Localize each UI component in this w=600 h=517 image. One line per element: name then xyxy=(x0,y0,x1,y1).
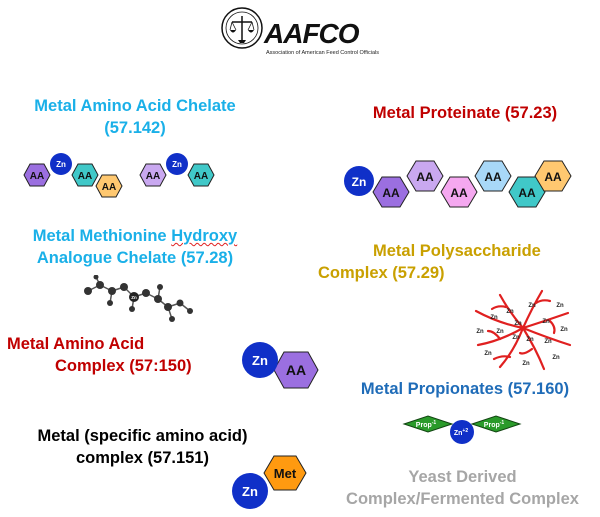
aa-text: AA xyxy=(484,170,502,184)
zn-atom xyxy=(242,342,278,378)
label-yeast-derived: Yeast Derived Complex/Fermented Complex xyxy=(346,468,579,508)
logo-wordmark: AAFCO xyxy=(264,18,360,49)
svg-text:Zn: Zn xyxy=(476,329,484,335)
aa-hexagon xyxy=(23,163,51,187)
svg-text:Zn: Zn xyxy=(526,337,534,343)
methionine-hydroxy-molecule-diagram: Zn xyxy=(84,275,193,322)
aa-hexagon xyxy=(95,174,123,198)
zn-text: Zn xyxy=(242,484,258,499)
aa-hexagon xyxy=(71,163,99,187)
met-hexagon xyxy=(263,455,307,491)
zn-text: Zn xyxy=(131,295,137,300)
propionates-diagram: Prop-1 Prop-1 Zn+2 xyxy=(402,415,522,444)
specific-amino-acid-complex-diagram: Met Zn xyxy=(232,455,307,509)
zn-text: Zn xyxy=(352,175,367,189)
svg-text:Zn: Zn xyxy=(556,303,564,309)
scales-seal-icon xyxy=(221,7,263,49)
prop-diamond xyxy=(470,415,522,433)
svg-text:Zn: Zn xyxy=(544,339,552,345)
aa-hexagon xyxy=(273,351,319,389)
aa-text: AA xyxy=(102,182,116,193)
aa-text: AA xyxy=(416,170,434,184)
aa-text: AA xyxy=(544,170,562,184)
svg-text:Zn: Zn xyxy=(512,335,520,341)
svg-text:Zn: Zn xyxy=(514,321,522,327)
zn-text: Zn+2 xyxy=(454,428,468,437)
aa-text: AA xyxy=(30,171,44,182)
chelate-molecule-1: AA AA AA Zn xyxy=(23,153,123,198)
polysaccharide-complex-diagram: Zn Zn Zn Zn Zn Zn Zn Zn Zn Zn Zn Zn Zn Z… xyxy=(474,289,572,371)
zn-atom xyxy=(450,420,474,444)
svg-text:Zn: Zn xyxy=(522,361,530,367)
aa-hexagon xyxy=(508,176,546,208)
aa-text: AA xyxy=(194,171,208,182)
prop-text: Prop-1 xyxy=(416,420,437,429)
prop-diamond xyxy=(402,415,454,433)
aa-text: AA xyxy=(286,362,306,378)
label-metal-propionates: Metal Propionates (57.160) xyxy=(360,380,570,398)
aa-text: AA xyxy=(78,171,92,182)
amino-acid-complex-diagram: AA Zn xyxy=(242,342,319,389)
prop-text: Prop-1 xyxy=(484,420,505,429)
zn-labels: Zn Zn Zn Zn Zn Zn Zn Zn Zn Zn Zn Zn Zn Z… xyxy=(476,303,568,367)
svg-text:Zn: Zn xyxy=(528,303,536,309)
zn-text: Zn xyxy=(172,160,182,169)
zn-atom xyxy=(344,166,374,196)
svg-text:Zn: Zn xyxy=(496,329,504,335)
aa-hexagon xyxy=(187,163,215,187)
amino-acid-chelate-diagram: AA AA AA Zn AA AA Zn xyxy=(23,153,215,198)
aa-hexagon xyxy=(440,176,478,208)
label-metal-amino-acid-chelate: Metal Amino Acid Chelate (57.142) xyxy=(34,97,236,137)
svg-text:Zn: Zn xyxy=(484,351,492,357)
aa-hexagon xyxy=(372,176,410,208)
svg-text:Zn: Zn xyxy=(490,315,498,321)
aa-text: AA xyxy=(146,171,160,182)
svg-text:Zn: Zn xyxy=(506,309,514,315)
aafco-logo: AAFCO Association of American Feed Contr… xyxy=(220,6,380,56)
label-metal-proteinate: Metal Proteinate (57.23) xyxy=(372,104,558,122)
label-metal-amino-acid-complex: Metal Amino Acid Complex (57:150) xyxy=(7,335,192,375)
label-metal-specific-amino-acid: Metal (specific amino acid) complex (57.… xyxy=(37,427,248,467)
label-metal-polysaccharide: Metal Polysaccharide Complex (57.29) xyxy=(318,242,541,282)
svg-text:Zn: Zn xyxy=(552,355,560,361)
chelate-molecule-2: AA AA Zn xyxy=(139,153,215,187)
aa-text: AA xyxy=(450,186,468,200)
aa-hexagon xyxy=(139,163,167,187)
zn-text: Zn xyxy=(56,160,66,169)
aa-text: AA xyxy=(382,186,400,200)
proteinate-diagram: Zn AA AA AA AA AA AA xyxy=(344,160,572,208)
svg-text:Zn: Zn xyxy=(542,319,550,325)
zn-atom xyxy=(166,153,188,175)
aa-text: AA xyxy=(518,186,536,200)
aa-hexagon xyxy=(534,160,572,192)
logo-subtitle: Association of American Feed Control Off… xyxy=(266,50,380,56)
zn-text: Zn xyxy=(252,353,268,368)
label-metal-methionine-hydroxy: Metal Methionine Hydroxy Analogue Chelat… xyxy=(32,227,238,267)
aa-hexagon xyxy=(406,160,444,192)
aa-hexagon xyxy=(474,160,512,192)
met-text: Met xyxy=(274,466,297,481)
zn-atom xyxy=(232,473,268,509)
zn-atom xyxy=(50,153,72,175)
zn-atom xyxy=(129,292,139,302)
svg-text:Zn: Zn xyxy=(560,327,568,333)
